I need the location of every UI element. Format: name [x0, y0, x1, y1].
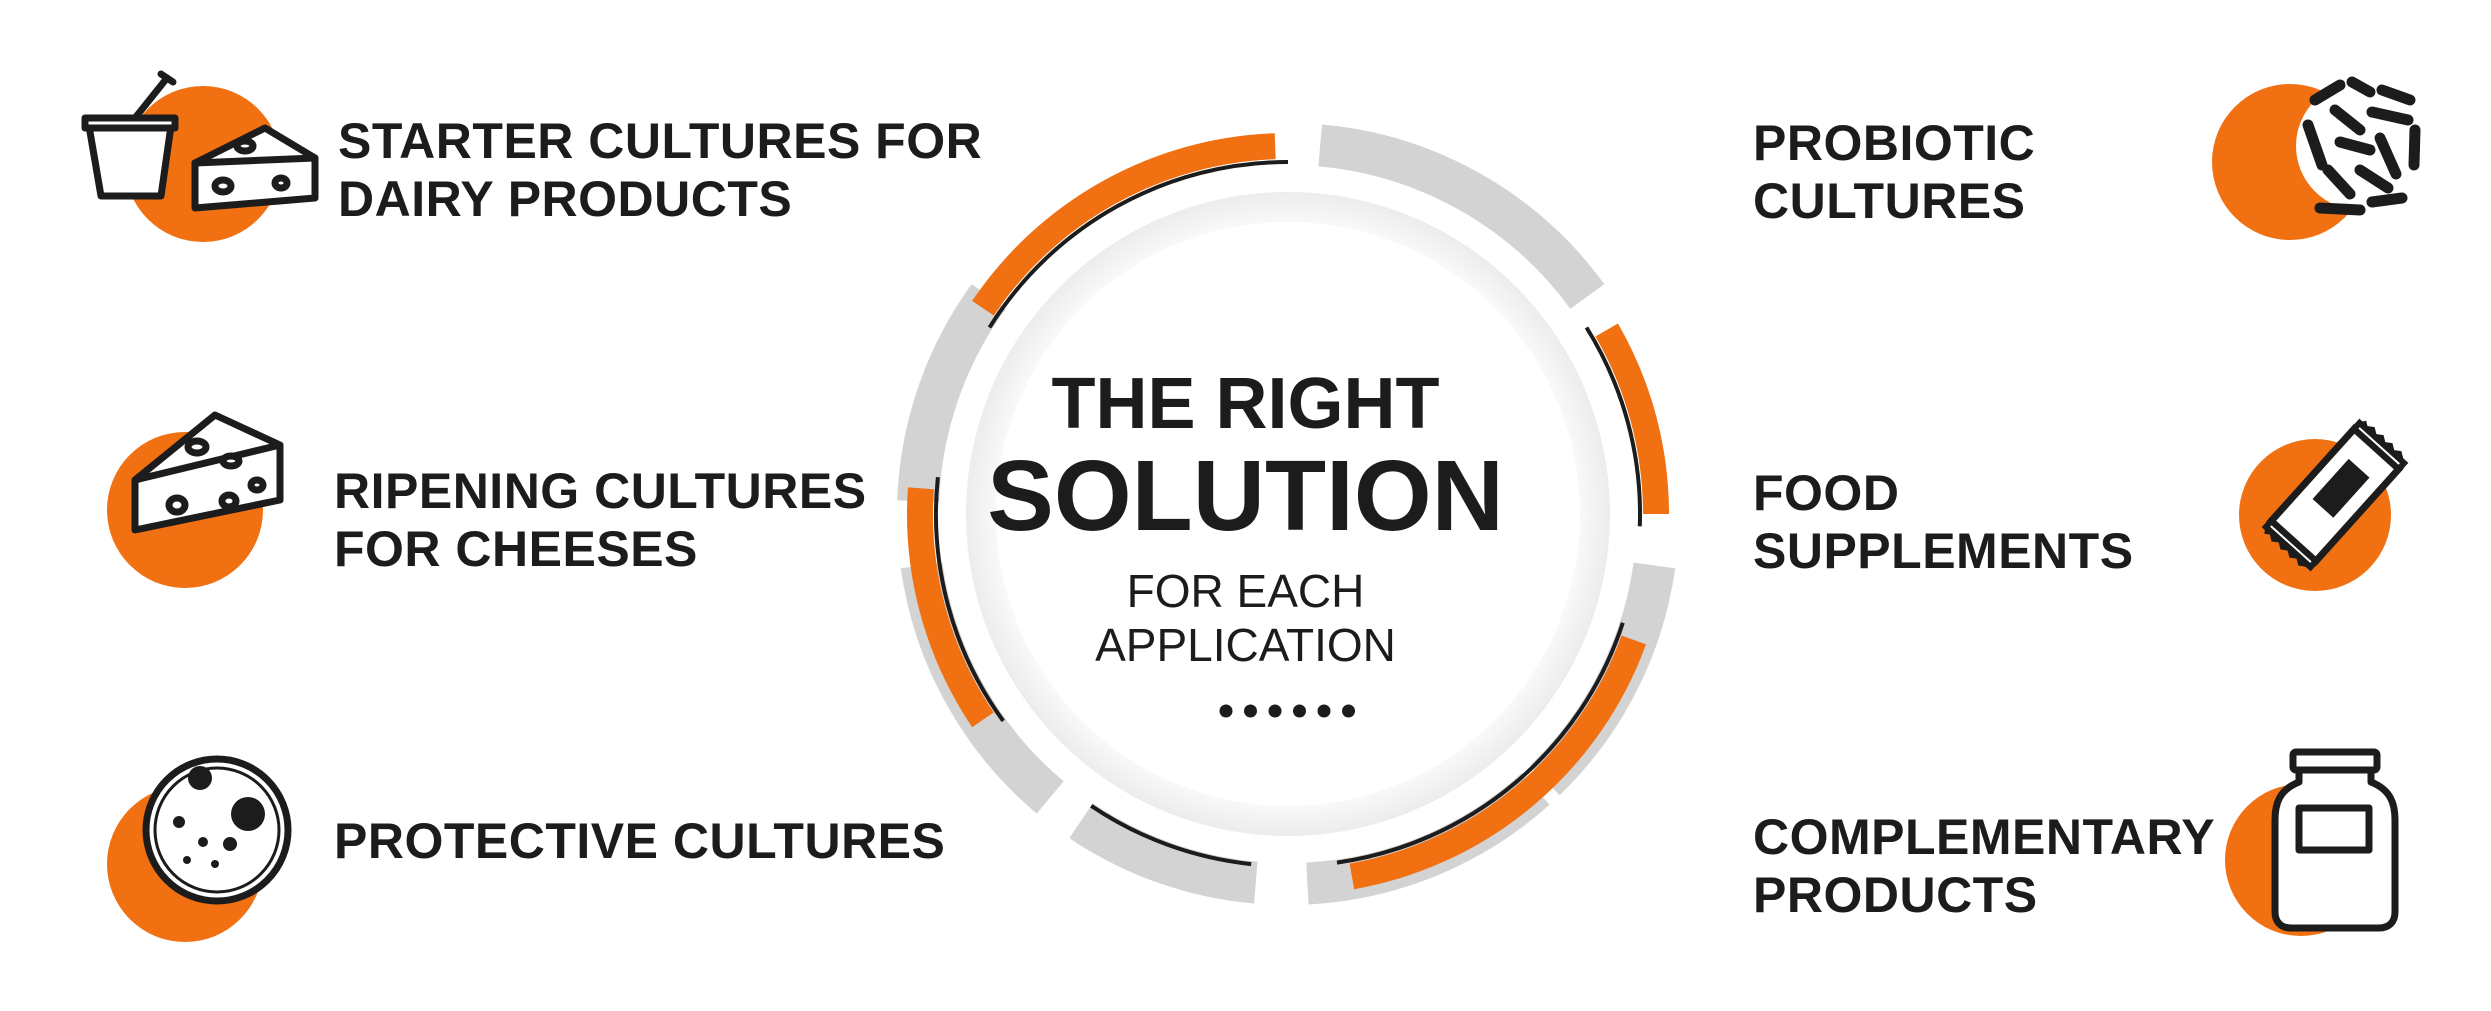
ring-orange-segment [972, 133, 1276, 316]
jar-icon [2215, 742, 2415, 952]
ripening-line2: FOR CHEESES [334, 521, 698, 577]
ring-orange-segment [1595, 323, 1669, 515]
complementary-line1: COMPLEMENTARY [1753, 809, 2216, 865]
center-dot [1317, 704, 1331, 718]
center-title-line1: THE RIGHT [1051, 364, 1440, 444]
center-subtitle-line1: FOR EACH [1126, 565, 1365, 617]
center-subtitle-line2: APPLICATION [1095, 619, 1396, 671]
probiotic-cultures-label: PROBIOTIC CULTURES [1753, 114, 2035, 230]
center-title-line2: SOLUTION [987, 440, 1504, 552]
ring-gray-segment [1069, 803, 1258, 904]
ring-dark-line [934, 476, 1005, 723]
center-disc-inner [996, 222, 1580, 806]
ripening-cultures-label: RIPENING CULTURES FOR CHEESES [334, 462, 867, 578]
supplement-bar-icon [2225, 385, 2435, 595]
ring-dark-line [1336, 622, 1625, 865]
center-dots [1219, 704, 1355, 718]
ring-dark-line [987, 160, 1289, 329]
petri-dish-icon [105, 752, 295, 952]
center-dot [1342, 704, 1355, 718]
center-dot [1244, 704, 1257, 718]
ring-gray-segment [1318, 124, 1605, 309]
ring-gray-segment [897, 284, 1006, 503]
center-dot [1268, 704, 1282, 718]
starter-cultures-label: STARTER CULTURES FOR DAIRY PRODUCTS [338, 112, 982, 228]
starter-line1: STARTER CULTURES FOR [338, 113, 983, 169]
supplements-line1: FOOD [1753, 465, 1900, 521]
ring-segments [897, 124, 1676, 905]
center-dot [1219, 704, 1233, 718]
ripening-line1: RIPENING CULTURES [334, 463, 867, 519]
supplements-line2: SUPPLEMENTS [1753, 523, 2134, 579]
starter-line2: DAIRY PRODUCTS [338, 171, 793, 227]
complementary-line2: PRODUCTS [1753, 867, 2038, 923]
center-dot [1293, 704, 1306, 718]
ring-orange-segment [1349, 635, 1647, 890]
ring-orange-segment [907, 487, 994, 728]
protective-line1: PROTECTIVE CULTURES [334, 813, 946, 869]
ring-dark-line [1090, 804, 1252, 867]
protective-cultures-label: PROTECTIVE CULTURES [334, 812, 945, 870]
yogurt-cheese-icon [75, 68, 325, 248]
food-supplements-label: FOOD SUPPLEMENTS [1753, 464, 2134, 580]
ring-dark-line [1584, 326, 1643, 527]
complementary-products-label: COMPLEMENTARY PRODUCTS [1753, 808, 2215, 924]
bacteria-icon [2210, 70, 2440, 250]
probiotic-line1: PROBIOTIC [1753, 115, 2036, 171]
probiotic-line2: CULTURES [1753, 173, 2026, 229]
cheese-wedge-icon [105, 405, 305, 595]
